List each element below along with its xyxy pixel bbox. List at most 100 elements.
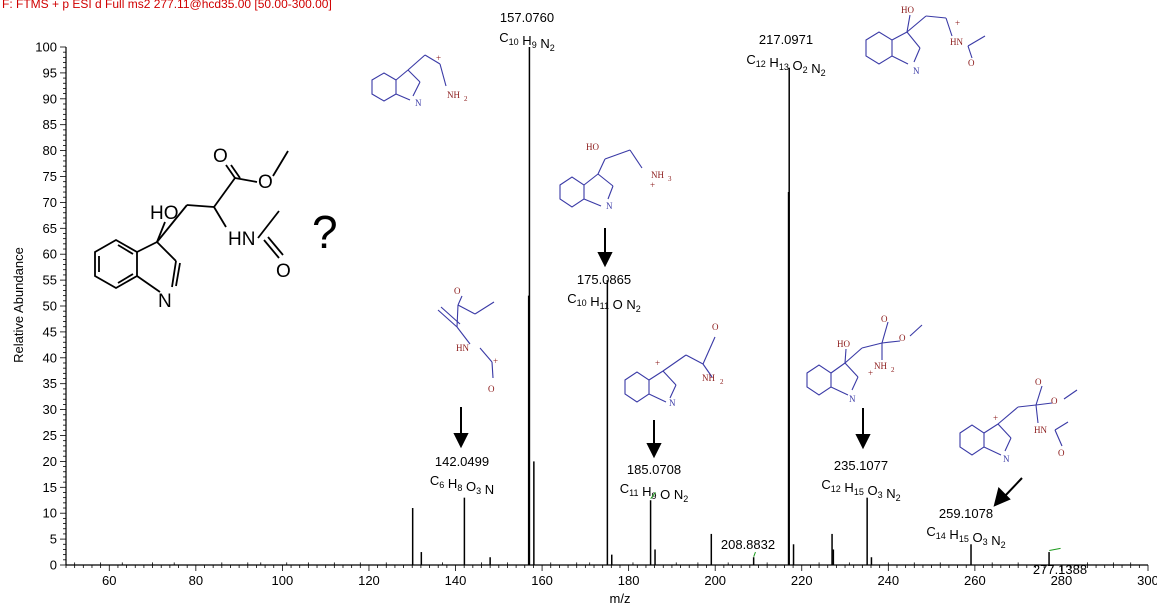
formula-element: C [746,52,755,67]
formula-subscript: 10 [509,37,519,47]
peak-mz-label: 185.0708 [627,462,681,477]
formula-subscript: 6 [439,480,444,490]
frag235-ho: HO [837,339,850,349]
formula-subscript: 11 [629,488,638,498]
formula-element: O N [657,487,684,502]
frag259-hn: HN [1034,425,1047,435]
formula-subscript: 11 [600,301,609,311]
frag185-nh2: NH [702,373,715,383]
formula-subscript: 2 [683,494,688,504]
peak-formula-label: C14 H15 O3 N2 [926,524,1005,550]
frag175-nh3: NH [651,170,664,180]
fragment-structure-259: O O HN O N + [959,377,1078,464]
y-tick-label: 15 [43,480,57,495]
formula-subscript: 2 [821,68,826,78]
parent-structure-drawing: HO HN N O O O ? [94,146,338,312]
x-tick-label: 260 [964,573,986,588]
x-tick-label: 140 [445,573,467,588]
structure-o-label-1: O [213,146,228,167]
formula-subscript: 2 [636,304,641,314]
y-tick-label: 5 [50,532,57,547]
frag175-n: N [606,201,613,211]
frag185-o: O [712,322,719,332]
y-axis-label: Relative Abundance [11,247,26,363]
frag185-nh2-sub: 2 [720,378,724,386]
structure-ho-label: HO [150,203,179,224]
frag259-plus: + [993,413,998,423]
y-tick-label: 45 [43,324,57,339]
y-tick-label: 90 [43,91,57,106]
formula-element: N [481,482,494,497]
y-tick-label: 40 [43,350,57,365]
peak-mz-label: 235.1077 [834,458,888,473]
frag235-o-ester: O [899,333,906,343]
question-mark: ? [312,206,338,258]
peak-mz-label: 175.0865 [577,272,631,287]
peak-formula-label: C12 H15 O3 N2 [821,477,900,503]
formula-element: N [808,61,821,76]
frag259-o-ester: O [1051,396,1058,406]
formula-element: C [620,481,629,496]
structure-hn-label: HN [228,229,255,250]
formula-element: C [499,30,508,45]
formula-element: C [821,477,830,492]
frag259-n: N [1003,454,1010,464]
formula-element: H [841,480,854,495]
x-tick-label: 60 [102,573,116,588]
frag175-nh3-sub: 3 [668,175,672,183]
fragment-structure-142: O HN O + [437,286,498,394]
formula-element: H [587,294,600,309]
formula-element: H [638,484,651,499]
frag259-o-bottom: O [1058,448,1065,458]
frag217-hn: HN [950,37,963,47]
frag185-n: N [669,398,676,408]
peak-marker [753,551,756,557]
peak-formula-label: C10 H11 O N2 [567,291,641,314]
frag217-ho: HO [901,5,914,15]
formula-subscript: 15 [959,534,969,544]
x-tick-label: 300 [1137,573,1157,588]
y-tick-label: 10 [43,506,57,521]
peak-mz-label: 217.0971 [759,32,813,47]
y-tick-label: 50 [43,299,57,314]
formula-subscript: 13 [779,62,789,72]
frag235-nh2: NH [874,361,887,371]
formula-element: H [519,33,532,48]
fragment-arrows [453,228,1023,507]
formula-element: H [444,476,457,491]
frag235-nh2-sub: 2 [891,366,895,374]
peak-mz-label: 208.8832 [721,537,775,552]
y-tick-label: 60 [43,247,57,262]
frag157-nh2-sub: 2 [464,95,468,103]
formula-subscript: 9 [532,40,537,50]
structure-o-label-2: O [258,172,273,193]
fragment-structure-235: HO O O N NH 2 + [806,314,923,404]
frag235-n: N [849,394,856,404]
frag157-nh2: NH [447,90,460,100]
peak-mz-label: 157.0760 [500,10,554,25]
formula-subscript: 2 [896,493,901,503]
formula-subscript: 9 [651,491,656,501]
peak-mz-label: 142.0499 [435,454,489,469]
formula-element: H [946,527,959,542]
y-tick-label: 70 [43,195,57,210]
frag142-plus: + [493,356,498,366]
peak-mz-label: 259.1078 [939,506,993,521]
peak-formula-label: C10 H9 N2 [499,30,554,53]
frag217-plus: + [955,18,960,28]
frag235-plus: + [868,368,873,378]
peak-mz-label: 277.1388 [1033,562,1087,577]
peak-formula-label: C6 H8 O3 N [430,473,494,497]
x-tick-label: 240 [877,573,899,588]
x-tick-label: 180 [618,573,640,588]
y-tick-label: 35 [43,376,57,391]
formula-subscript: 14 [936,531,946,541]
y-tick-label: 65 [43,221,57,236]
formula-element: O N [609,297,636,312]
structure-n-label: N [158,291,172,312]
x-tick-label: 280 [1051,573,1073,588]
x-tick-label: 160 [531,573,553,588]
formula-element: N [537,36,550,51]
